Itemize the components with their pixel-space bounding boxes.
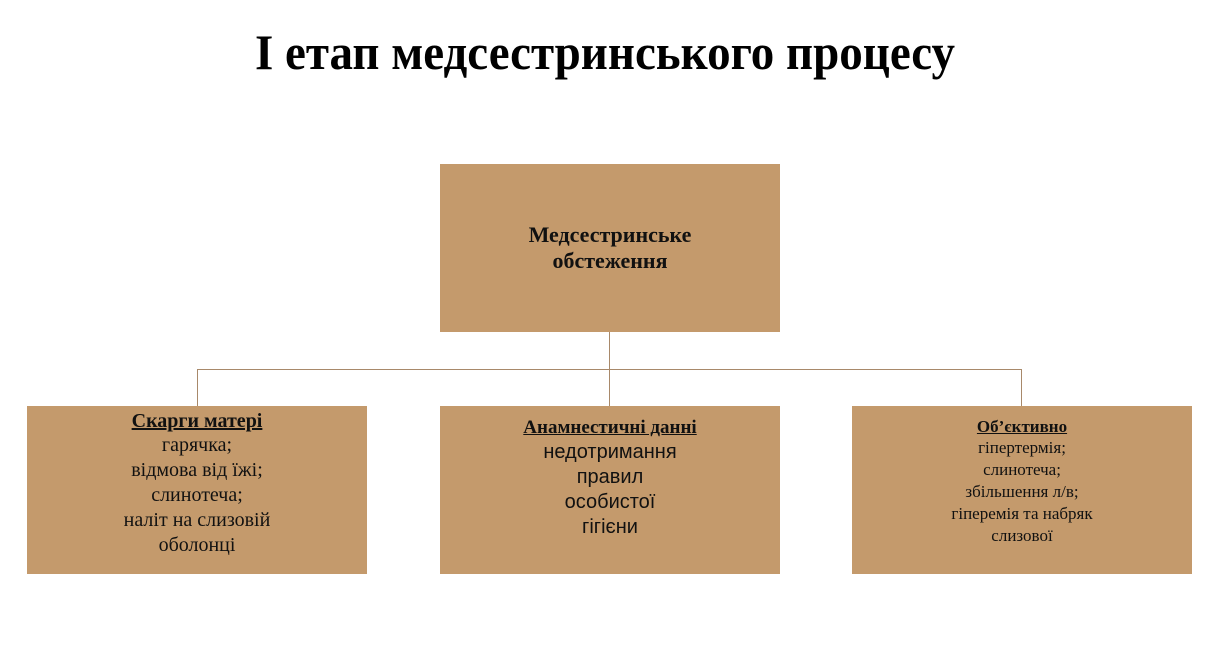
node-line: особистої	[564, 491, 656, 513]
child-node-anamnesis: Анамнестичні данні недотримання правил о…	[440, 406, 780, 574]
root-node-nursing-assessment: Медсестринське обстеження	[440, 164, 780, 332]
node-header: Анамнестичні данні	[523, 417, 697, 438]
connector-middle-branch	[609, 369, 610, 406]
node-line: слинотеча;	[983, 460, 1061, 479]
node-header: Об’єктивно	[976, 417, 1068, 436]
node-line: правил	[576, 466, 644, 488]
node-line: слизової	[991, 526, 1053, 545]
node-line: слинотеча;	[151, 484, 243, 506]
connector-left-branch	[197, 369, 198, 406]
child-node-objective: Об’єктивно гіпертермія; слинотеча; збіль…	[852, 406, 1192, 574]
node-line: гарячка;	[161, 434, 233, 456]
child-node-mother-complaints: Скарги матері гарячка; відмова від їжі; …	[27, 406, 367, 574]
node-line: наліт на слизовій	[123, 509, 271, 531]
node-line: гіпертермія;	[978, 438, 1066, 457]
node-header: Скарги матері	[131, 410, 263, 432]
node-line: недотримання	[543, 441, 677, 463]
node-line: відмова від їжі;	[131, 459, 263, 481]
connector-root-vertical	[609, 332, 610, 369]
node-line: збільшення л/в;	[965, 482, 1079, 501]
node-line: гігієни	[582, 516, 638, 538]
root-node-label: Медсестринське обстеження	[528, 222, 692, 273]
node-line: оболонці	[158, 534, 236, 556]
node-line: гіперемія та набряк	[951, 504, 1093, 523]
connector-right-branch	[1021, 369, 1022, 406]
slide-title: І етап медсестринського процесу	[254, 24, 956, 80]
